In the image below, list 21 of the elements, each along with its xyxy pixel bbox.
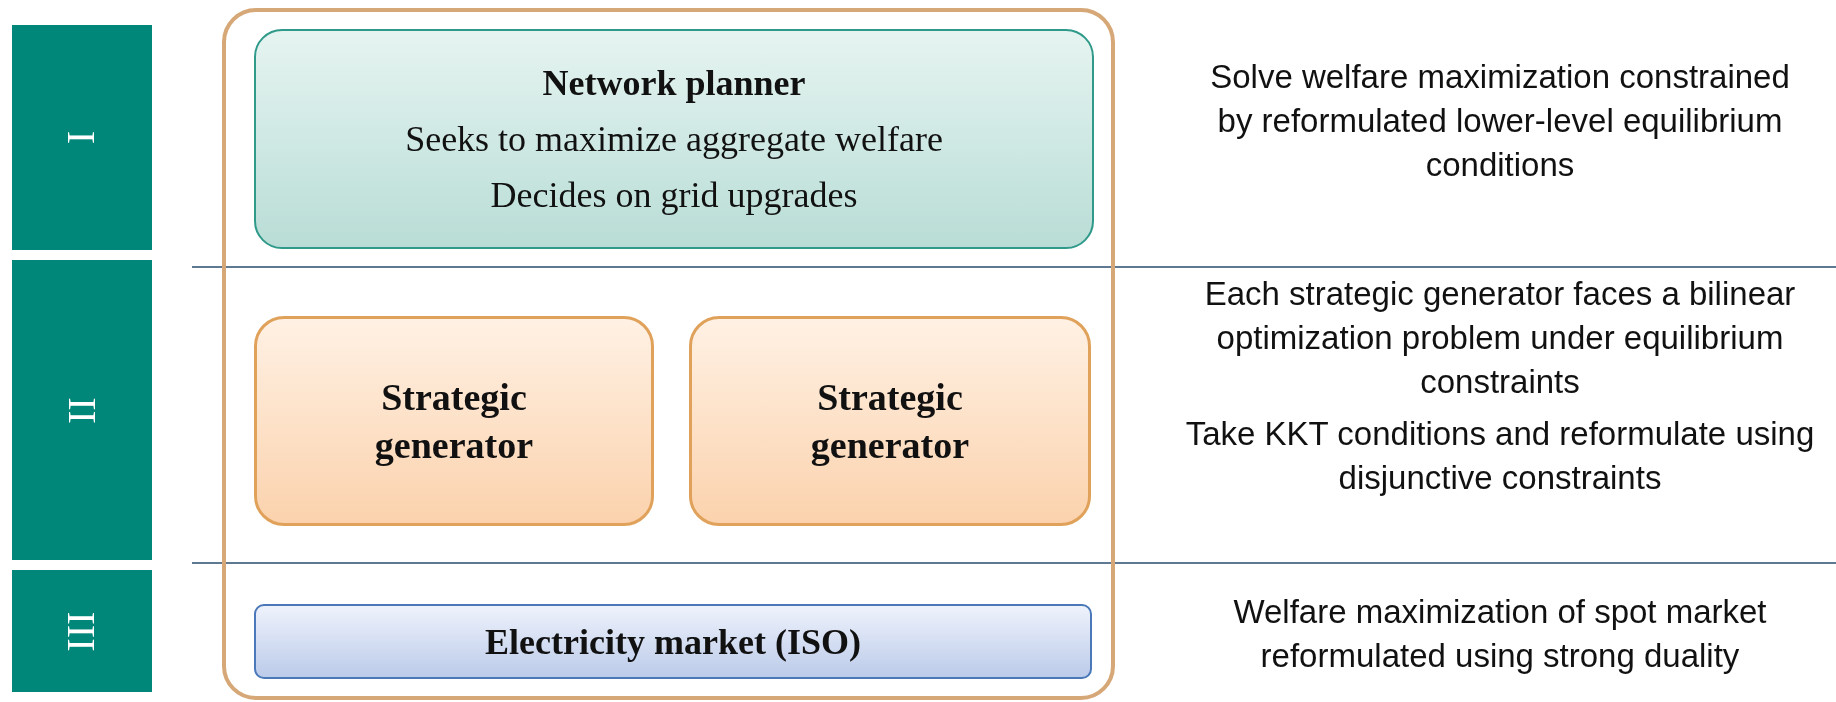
box-text: Seeks to maximize aggregate welfare <box>405 118 943 161</box>
description-text: Take KKT conditions and reformulate using disjunctive constraints <box>1184 414 1816 498</box>
level-band <box>12 260 152 560</box>
level-numeral: II <box>58 396 106 424</box>
planner-box <box>254 29 1094 249</box>
box-heading: Network planner <box>542 62 806 105</box>
model-frame <box>222 8 1115 700</box>
market-box <box>254 604 1092 679</box>
description-text: Each strategic generator faces a bilinear optimization problem under equilibrium constraints <box>1203 274 1797 402</box>
level-numeral: III <box>58 611 106 651</box>
level-band <box>12 25 152 250</box>
box-heading: Strategic generator <box>373 375 535 468</box>
description-text: Solve welfare maximization constrained by reformulated lower-level equilibrium conditions <box>1209 57 1791 185</box>
box-heading: Electricity market (ISO) <box>485 620 861 664</box>
description-text: Welfare maximization of spot market reformulated using strong duality <box>1232 592 1768 676</box>
box-heading: Strategic generator <box>809 375 971 468</box>
generator-box <box>254 316 654 526</box>
level-band <box>12 570 152 692</box>
generator-box <box>689 316 1091 526</box>
box-text: Decides on grid upgrades <box>490 174 858 217</box>
level-numeral: I <box>58 130 106 145</box>
